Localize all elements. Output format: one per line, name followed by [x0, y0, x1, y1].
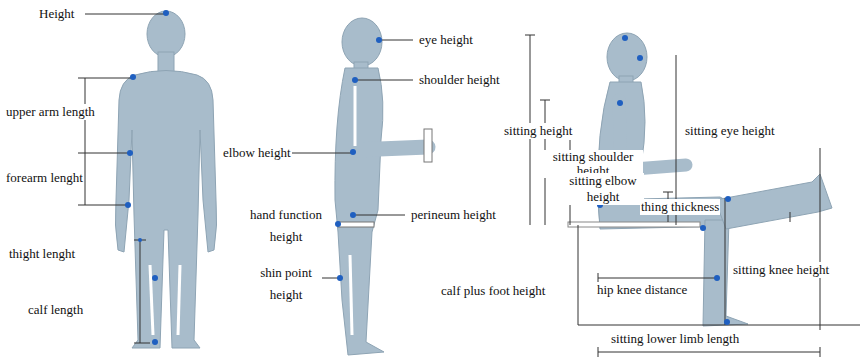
measure-label: eye height	[418, 32, 474, 48]
measure-label: forearm lenght	[5, 170, 84, 186]
measure-label: thight lenght	[8, 246, 76, 262]
measure-label: calf plus foot height	[440, 283, 546, 299]
measure-label: shoulder height	[418, 72, 501, 88]
measure-label: Height	[38, 6, 75, 22]
measure-label: sitting height	[503, 123, 573, 139]
measure-label: sitting lower limb length	[610, 331, 740, 347]
measure-label: shin point height	[250, 262, 322, 306]
measure-label: sitting eye height	[684, 123, 776, 139]
measure-label: perineum height	[410, 207, 497, 223]
measure-label: calf length	[27, 302, 84, 318]
measure-label: sitting knee height	[732, 262, 830, 278]
measure-label: hand function height	[240, 204, 332, 248]
measure-label: thing thickness	[640, 199, 720, 215]
measure-label: elbow height	[222, 145, 292, 161]
measure-label: upper arm length	[5, 104, 96, 120]
measure-label: sitting elbow height	[562, 173, 644, 205]
measure-label: hip knee distance	[596, 282, 688, 298]
